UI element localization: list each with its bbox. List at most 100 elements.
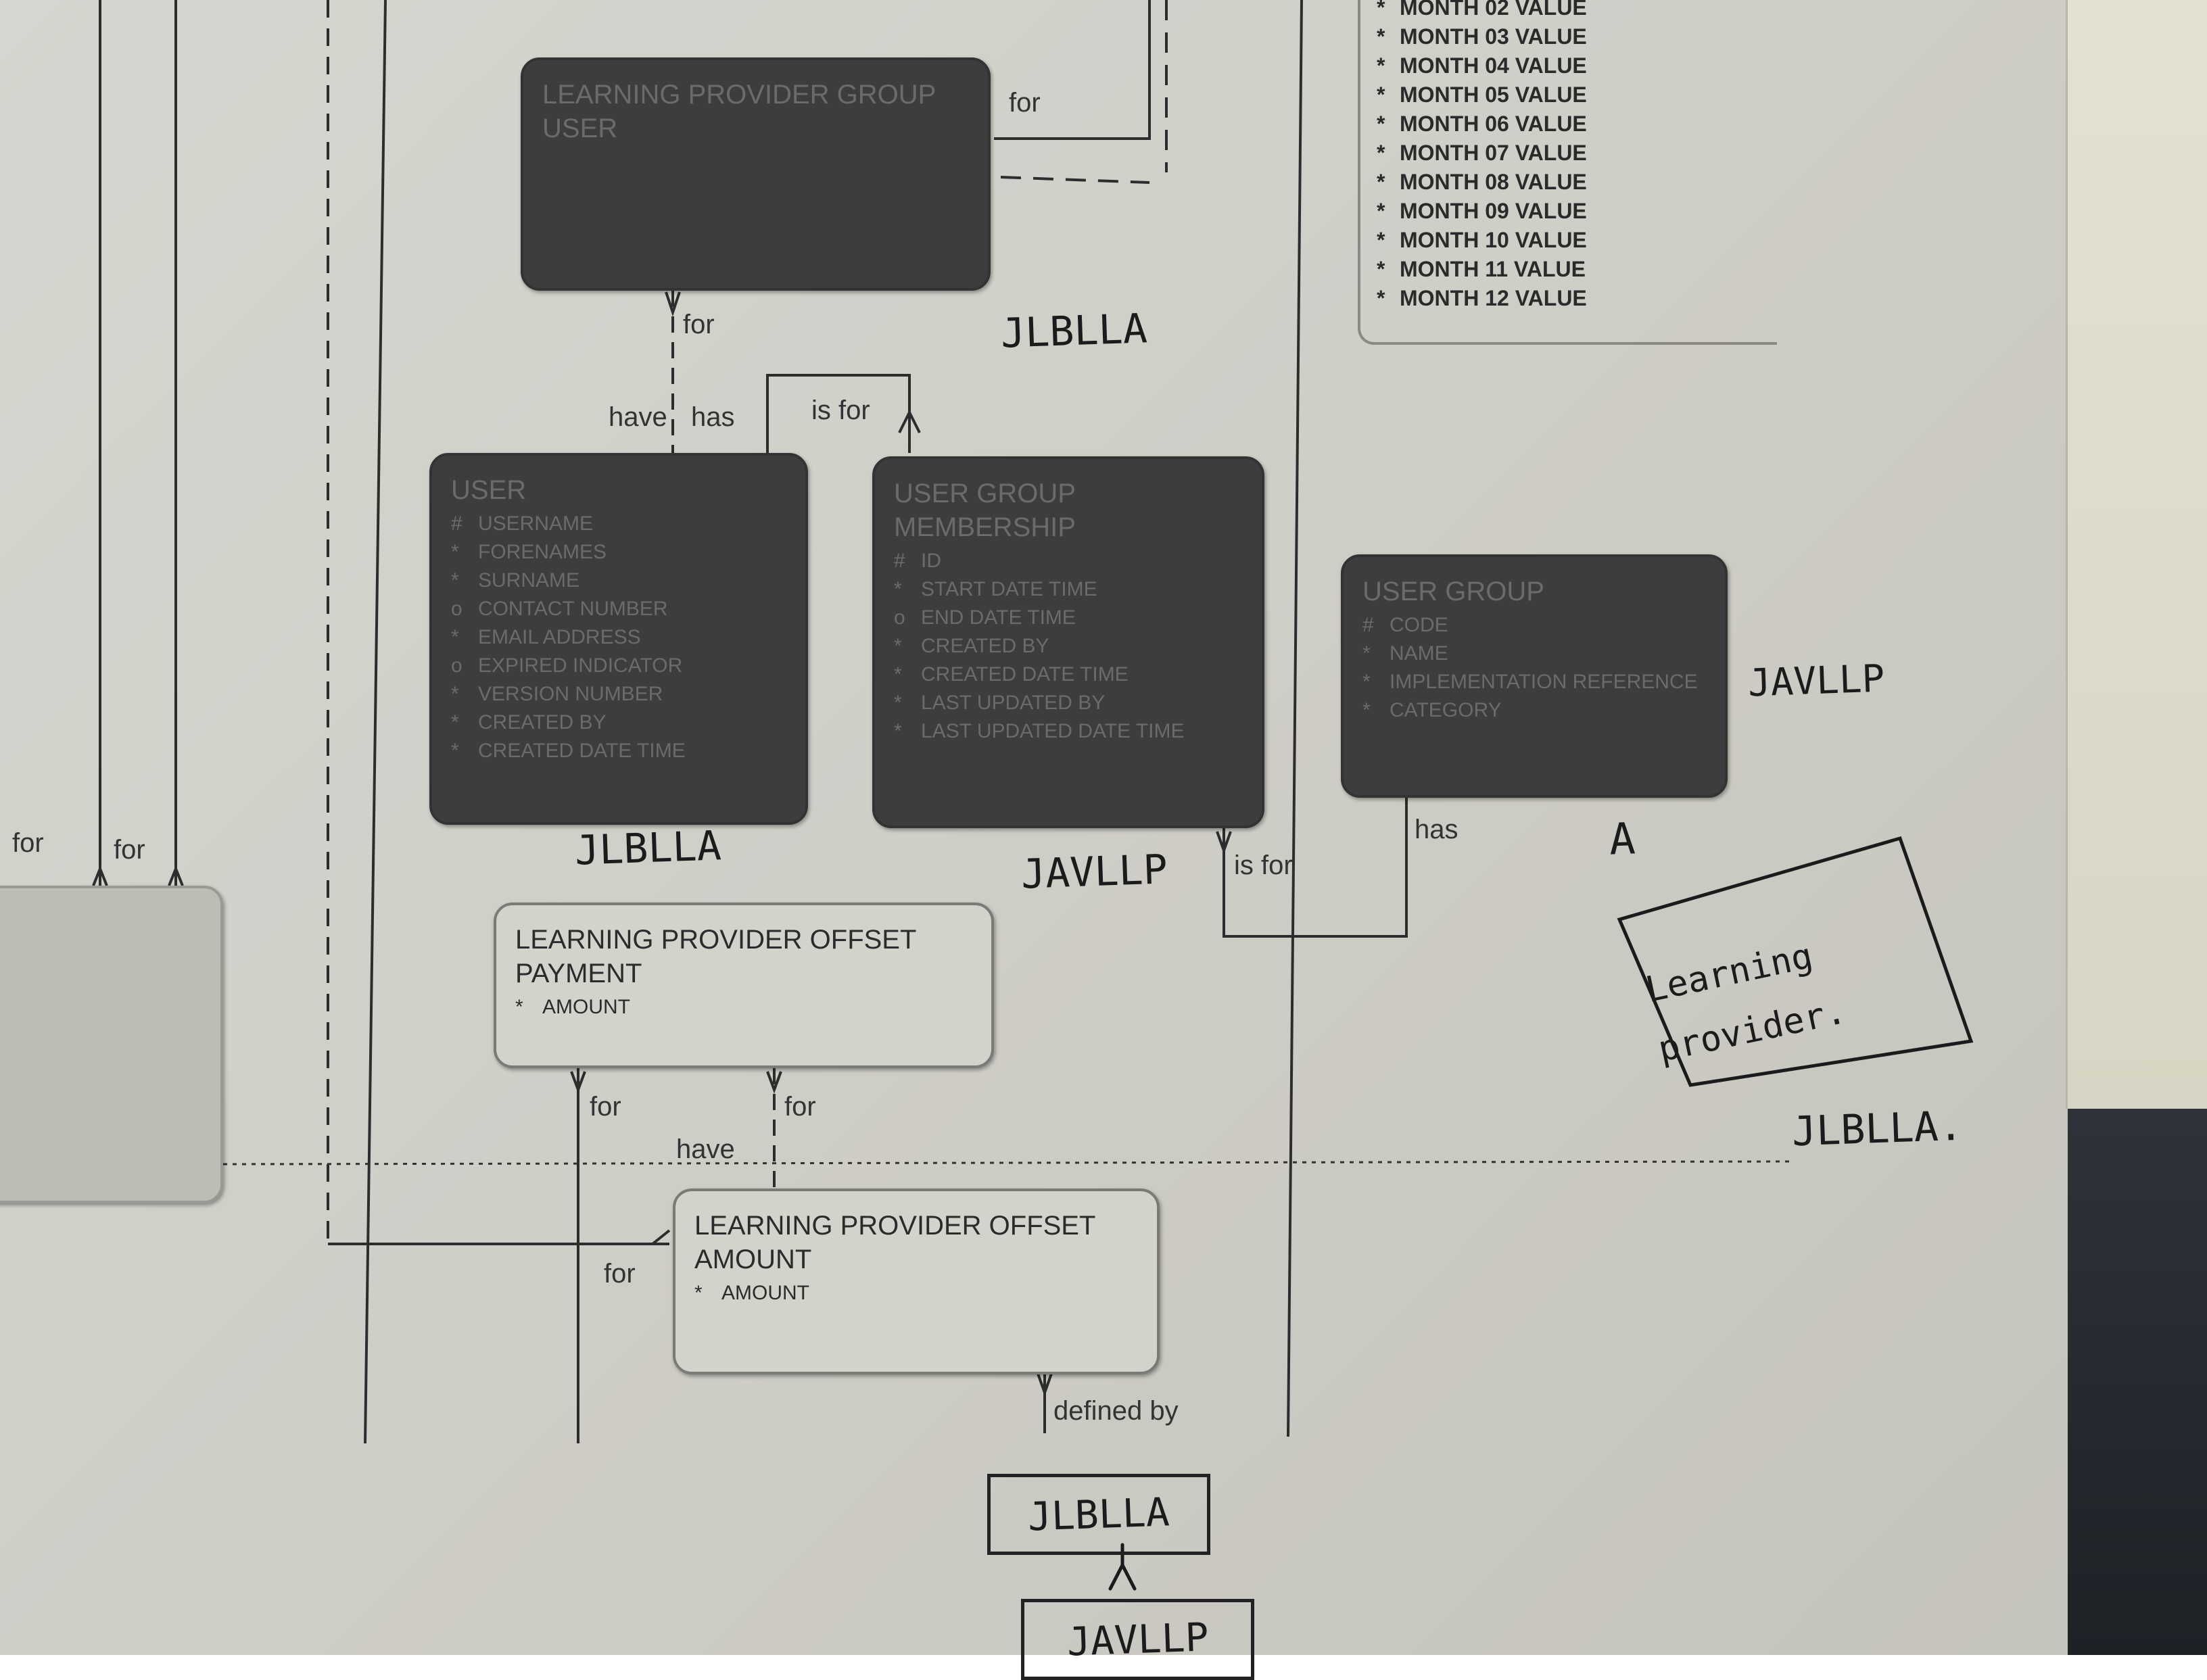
attribute-marker: * bbox=[451, 683, 459, 705]
attribute-marker: * bbox=[1377, 286, 1385, 310]
attribute-item: *LAST UPDATED BY bbox=[894, 689, 1243, 717]
attribute-name: NAME bbox=[1390, 642, 1448, 665]
attribute-item: *AMOUNT bbox=[515, 993, 972, 1022]
handwritten-jlblla-1: JLBLLA bbox=[999, 305, 1148, 358]
attribute-marker: o bbox=[451, 598, 462, 620]
attribute-name: MONTH 04 VALUE bbox=[1400, 53, 1587, 78]
attribute-item: *MONTH 06 VALUE bbox=[1377, 110, 1777, 139]
entity-name: USER bbox=[451, 475, 527, 505]
attribute-name: CREATED DATE TIME bbox=[478, 740, 686, 762]
attribute-list: * AMOUNT bbox=[694, 1279, 1138, 1307]
entity-name: USER GROUP MEMBERSHIP bbox=[894, 479, 1076, 542]
attribute-marker: * bbox=[694, 1282, 703, 1304]
attribute-item: *SURNAME bbox=[451, 567, 786, 595]
rel-label-for-payment-1: for bbox=[590, 1092, 621, 1122]
desk-surface bbox=[2068, 1109, 2207, 1655]
attribute-marker: * bbox=[894, 635, 902, 657]
attribute-item: * MONTH 12 VALUE bbox=[1377, 284, 1777, 313]
entity-user-group-membership: USER GROUP MEMBERSHIP #ID*START DATE TIM… bbox=[872, 456, 1264, 828]
attribute-marker: * bbox=[1377, 199, 1385, 223]
attribute-name: CREATED BY bbox=[921, 635, 1049, 657]
attribute-marker: # bbox=[894, 550, 905, 572]
entity-name: USER GROUP bbox=[1362, 577, 1544, 606]
attribute-item: *MONTH 02 VALUE bbox=[1377, 0, 1777, 22]
attribute-item: *FORENAMES bbox=[451, 538, 786, 567]
attribute-name: FORENAMES bbox=[478, 541, 607, 563]
attribute-marker: * bbox=[1377, 170, 1385, 194]
ugm-to-user-group-line bbox=[1223, 798, 1408, 938]
lpgu-top-relationship bbox=[994, 0, 1151, 140]
entity-user-group: USER GROUP #CODE* NAME* IMPLEMENTATION REF… bbox=[1341, 554, 1728, 798]
handwritten-jlblla-2: JLBLLA bbox=[573, 822, 722, 875]
entity-learning-provider-offset-payment: LEARNING PROVIDER OFFSET PAYMENT *AMOUNT bbox=[494, 903, 994, 1068]
handwritten-jlblla-3: JLBLLA. bbox=[1790, 1102, 1964, 1156]
attribute-item: #CODE bbox=[1362, 611, 1706, 640]
attribute-name: AMOUNT bbox=[542, 996, 630, 1018]
rel-label-for-lpgu: for bbox=[683, 310, 715, 339]
entity-left-partial bbox=[0, 886, 223, 1203]
attribute-name: MONTH 09 VALUE bbox=[1400, 199, 1587, 223]
attribute-marker: * bbox=[1362, 642, 1371, 665]
attribute-name: CREATED DATE TIME bbox=[921, 663, 1129, 686]
crows-foot-left-1 bbox=[92, 865, 108, 886]
attribute-list: *MONTH 02 VALUE*MONTH 03 VALUE*MONTH 04 … bbox=[1377, 0, 1777, 313]
attribute-marker: * bbox=[894, 578, 902, 600]
attribute-name: EMAIL ADDRESS bbox=[478, 626, 641, 648]
attribute-item: *MONTH 10 VALUE bbox=[1377, 226, 1777, 255]
attribute-name: CODE bbox=[1390, 614, 1448, 636]
attribute-marker: * bbox=[1377, 112, 1385, 136]
attribute-marker: * bbox=[1377, 53, 1385, 78]
attribute-name: CREATED BY bbox=[478, 711, 607, 734]
attribute-name: EXPIRED INDICATOR bbox=[478, 654, 683, 677]
attribute-marker: * bbox=[894, 720, 902, 742]
attribute-name: ID bbox=[921, 550, 941, 572]
attribute-marker: * bbox=[451, 740, 459, 762]
rel-label-is-for-ugm: is for bbox=[811, 395, 870, 425]
attribute-name: IMPLEMENTATION REFERENCE bbox=[1390, 671, 1698, 693]
attribute-name: USERNAME bbox=[478, 512, 594, 535]
attribute-name: MONTH 12 VALUE bbox=[1400, 286, 1587, 310]
crows-foot-ugm-bottom bbox=[1216, 831, 1232, 855]
handwritten-javllp-2: JAVLLP bbox=[1747, 656, 1886, 706]
attribute-item: *CREATED BY bbox=[451, 709, 786, 737]
lpgu-dashed-relationship bbox=[1000, 176, 1150, 184]
attribute-item: *CATEGORY bbox=[1362, 696, 1706, 725]
attribute-name: LAST UPDATED BY bbox=[921, 692, 1106, 714]
entity-name: LEARNING PROVIDER OFFSET PAYMENT bbox=[515, 925, 916, 988]
attribute-name: END DATE TIME bbox=[921, 606, 1076, 629]
attribute-item: * CREATED BY bbox=[894, 632, 1243, 661]
entity-learning-provider-group-user: LEARNING PROVIDER GROUP USER bbox=[521, 57, 991, 291]
dotted-horizontal-line bbox=[222, 1160, 1793, 1166]
attribute-name: SURNAME bbox=[478, 569, 580, 592]
attribute-name: CATEGORY bbox=[1390, 699, 1502, 721]
attribute-item: * MONTH 11 VALUE bbox=[1377, 255, 1777, 284]
attribute-marker: # bbox=[451, 512, 462, 535]
attribute-item: * EMAIL ADDRESS bbox=[451, 623, 786, 652]
attribute-item: *MONTH 03 VALUE bbox=[1377, 22, 1777, 51]
attribute-item: # USERNAME bbox=[451, 510, 786, 538]
inheritance-triangle bbox=[1108, 1561, 1137, 1591]
attribute-item: * CREATED DATE TIME bbox=[894, 661, 1243, 689]
handwritten-javllp-box-text: JAVLLP bbox=[1066, 1614, 1210, 1665]
attribute-item: * NAME bbox=[1362, 640, 1706, 668]
attribute-name: AMOUNT bbox=[721, 1282, 809, 1304]
attribute-item: *VERSION NUMBER bbox=[451, 680, 786, 709]
attribute-marker: * bbox=[451, 626, 459, 648]
handwritten-a-mark: A bbox=[1608, 814, 1636, 865]
attribute-item: * MONTH 04 VALUE bbox=[1377, 51, 1777, 80]
attribute-marker: * bbox=[1377, 228, 1385, 252]
rel-label-for-left-1: for bbox=[12, 828, 44, 858]
attribute-marker: * bbox=[894, 663, 902, 686]
attribute-marker: * bbox=[1377, 257, 1385, 281]
handwritten-javllp-box: JAVLLP bbox=[1021, 1599, 1254, 1680]
rel-label-defined-by: defined by bbox=[1053, 1396, 1179, 1426]
solid-vertical-line-left bbox=[364, 0, 387, 1444]
attribute-name: MONTH 11 VALUE bbox=[1400, 257, 1586, 281]
entity-name: LEARNING PROVIDER OFFSET AMOUNT bbox=[694, 1211, 1095, 1274]
attribute-marker: * bbox=[1377, 141, 1385, 165]
rel-label-is-for-ug: is for bbox=[1234, 850, 1293, 880]
